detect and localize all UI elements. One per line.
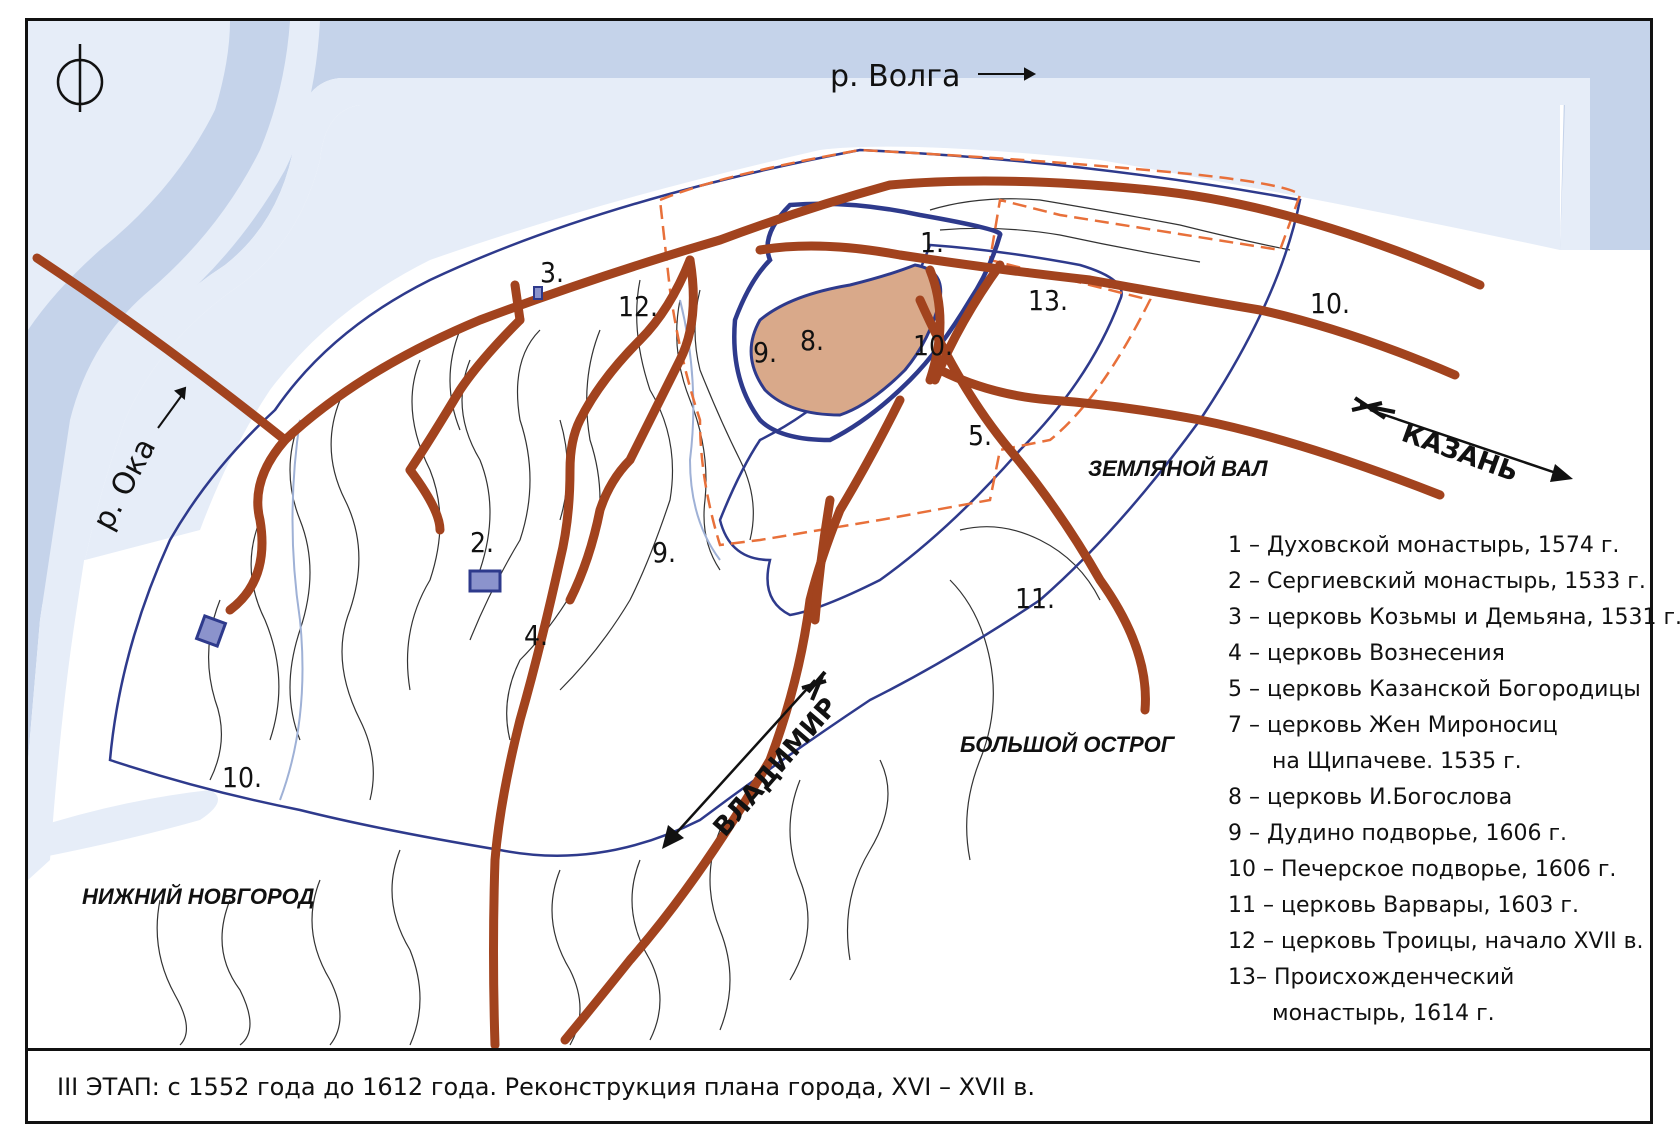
- volga-label: р. Волга: [830, 59, 960, 94]
- marker-10c-label: 10.: [222, 761, 262, 794]
- stream: [279, 419, 304, 801]
- legend-item: 3 – церковь Козьмы и Демьяна, 1531 г.: [1228, 605, 1680, 630]
- arrow-right-icon: [978, 67, 1037, 81]
- zemlyanoy-val-label: ЗЕМЛЯНОЙ ВАЛ: [1088, 455, 1268, 481]
- marker-2-label: 2.: [470, 526, 494, 559]
- feather-arrow-icon-vladimir: [662, 670, 827, 849]
- marker-3-label: 3.: [540, 256, 564, 289]
- legend: 1 – Духовской монастырь, 1574 г. 2 – Сер…: [1228, 528, 1680, 1032]
- legend-item: 4 – церковь Вознесения: [1228, 641, 1505, 666]
- marker-9b-label: 9.: [652, 536, 676, 569]
- marker-10-label: 10.: [913, 329, 953, 362]
- marker-13-label: 13.: [1028, 284, 1068, 317]
- marker-4-label: 4.: [524, 619, 548, 652]
- legend-item: 9 – Дудино подворье, 1606 г.: [1228, 821, 1568, 846]
- bolshoy-ostrog-label: БОЛЬШОЙ ОСТРОГ: [960, 731, 1176, 757]
- marker-5-label: 5.: [968, 419, 992, 452]
- nizhny-novgorod-label: НИЖНИЙ НОВГОРОД: [82, 883, 314, 909]
- caption-bar: III ЭТАП: с 1552 года до 1612 года. Реко…: [25, 1048, 1653, 1124]
- legend-item: на Щипачеве. 1535 г.: [1272, 749, 1522, 774]
- earth-rampart-dashed: [658, 148, 1302, 547]
- legend-item: 2 – Сергиевский монастырь, 1533 г.: [1228, 569, 1646, 594]
- marker-3-square: [533, 286, 543, 300]
- legend-item: монастырь, 1614 г.: [1272, 1001, 1495, 1026]
- kremlin-core: [749, 263, 943, 417]
- caption-text: III ЭТАП: с 1552 года до 1612 года. Реко…: [57, 1073, 1036, 1101]
- legend-item: 10 – Печерское подворье, 1606 г.: [1228, 857, 1617, 882]
- kremlin-wall: [732, 201, 1003, 443]
- feather-arrow-icon: [1351, 396, 1573, 482]
- marker-8-label: 8.: [800, 324, 824, 357]
- kazan-label: КАЗАНЬ: [1398, 418, 1522, 488]
- legend-item: 13– Происхожденческий: [1228, 965, 1515, 990]
- legend-item: 5 – церковь Казанской Богородицы: [1228, 677, 1641, 702]
- marker-9-label: 9.: [753, 336, 777, 369]
- marker-11-label: 11.: [1015, 582, 1055, 615]
- marker-2-square: [468, 569, 502, 593]
- compass-icon: [56, 44, 104, 112]
- legend-item: 11 – церковь Варвары, 1603 г.: [1228, 893, 1579, 918]
- water-inlet: [28, 790, 218, 860]
- vladimir-label: ВЛАДИМИР: [708, 692, 844, 842]
- arrow-up-icon: [157, 386, 187, 429]
- river-oka: [28, 21, 320, 880]
- legend-item: 12 – церковь Троицы, начало XVII в.: [1228, 929, 1644, 954]
- marker-1-label: 1.: [920, 226, 944, 259]
- bolshoy-ostrog-wall: [108, 148, 1302, 857]
- marker-12-label: 12.: [618, 290, 658, 323]
- marker-10b-label: 10.: [1310, 287, 1350, 320]
- legend-item: 1 – Духовской монастырь, 1574 г.: [1228, 533, 1620, 558]
- marker-10-square: [194, 614, 228, 648]
- legend-item: 8 – церковь И.Богослова: [1228, 785, 1513, 810]
- legend-item: 7 – церковь Жен Мироносиц: [1228, 713, 1558, 738]
